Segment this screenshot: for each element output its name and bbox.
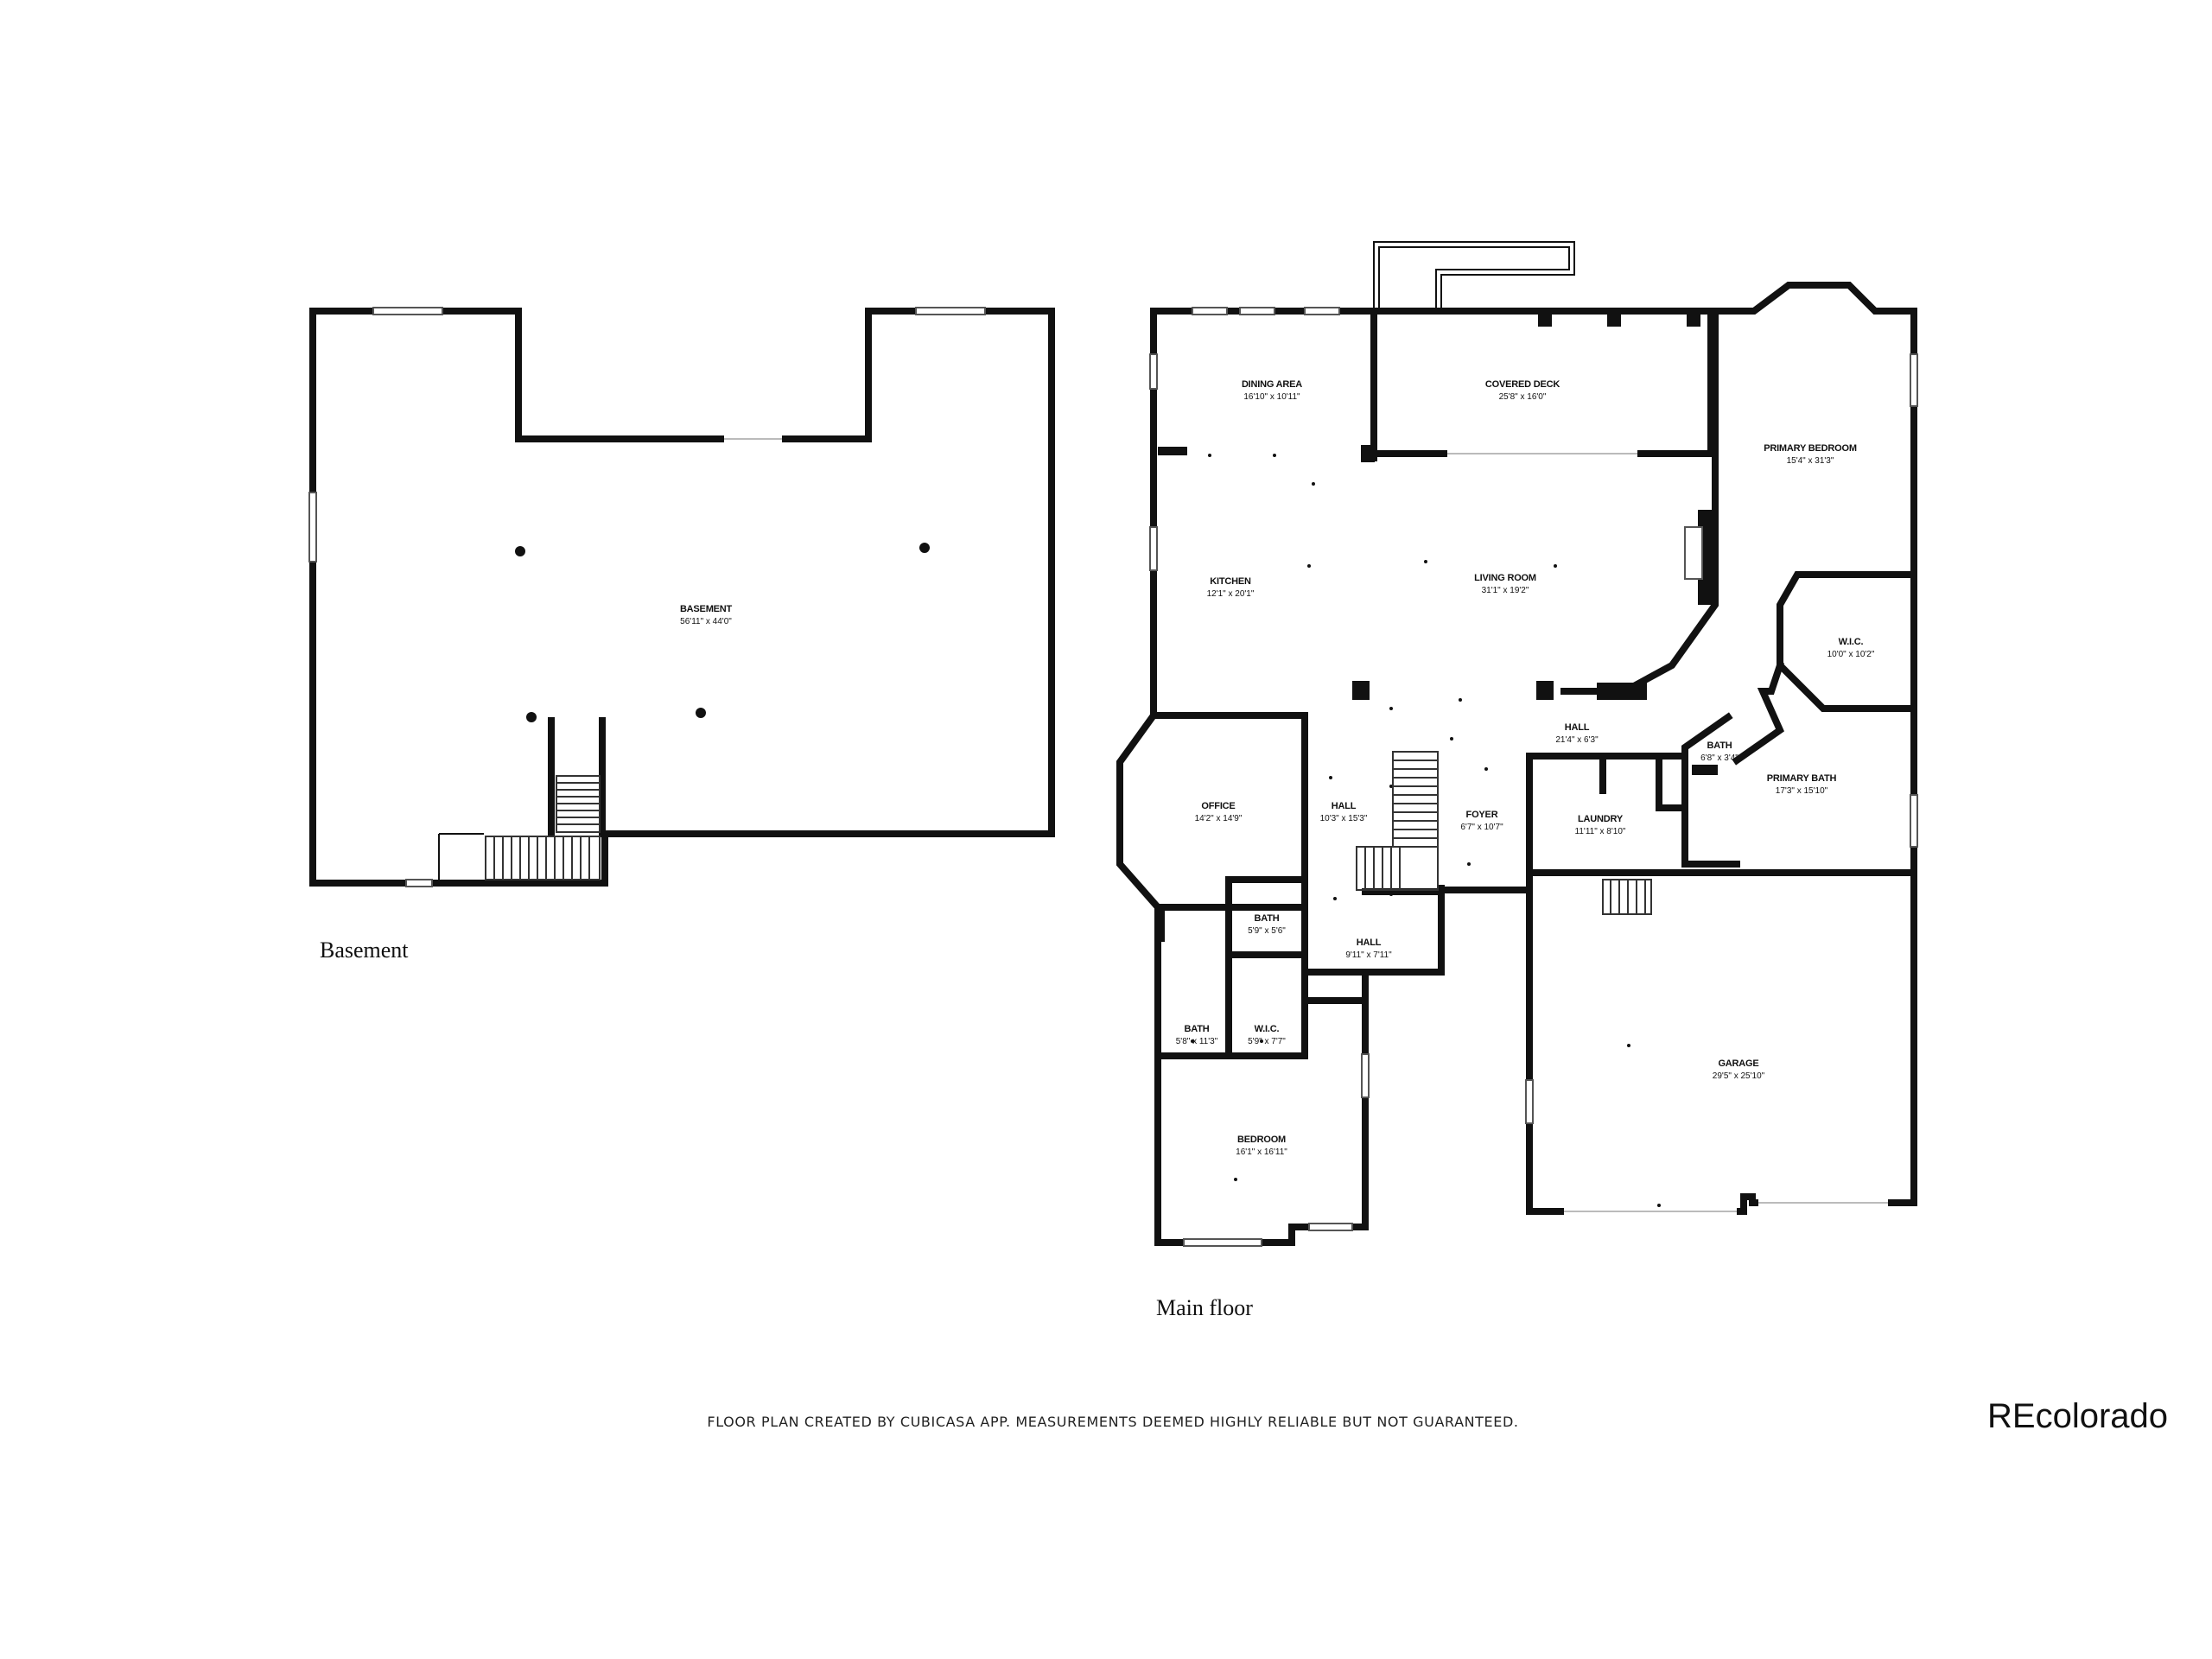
room-name-bedroom: BEDROOM [1237,1135,1286,1145]
room-dim-primary-bedroom: 15'4" x 31'3" [1787,456,1834,466]
brand-logo: REcolorado [1987,1397,2168,1435]
room-dim-wic-primary: 10'0" x 10'2" [1827,650,1875,659]
room-name-wic-bedroom: W.I.C. [1255,1024,1280,1034]
main-floor-lights [1191,454,1661,1207]
room-dim-dining-area: 16'10" x 10'11" [1243,392,1300,402]
living-column [1536,681,1554,700]
room-name-bath-hall: BATH [1255,913,1280,924]
room-dim-basement: 56'11" x 44'0" [680,617,732,626]
bedroom-column [1156,907,1165,942]
room-name-hall-east: HALL [1565,722,1590,733]
main-window [1149,526,1158,571]
room-dim-bath-bedroom: 5'8" x 11'3" [1176,1037,1218,1046]
living-room-east-wall [1560,308,1719,695]
laundry-wall [1526,753,1688,876]
room-name-garage: GARAGE [1718,1058,1758,1069]
basement-window [372,307,443,315]
room-dim-hall-south: 9'11" x 7'11" [1345,950,1392,960]
kitchen-counter [1158,447,1187,455]
main-window [1183,1238,1262,1247]
room-dim-covered-deck: 25'8" x 16'0" [1499,392,1547,402]
basement-stair-wall [548,717,606,837]
room-name-primary-bath: PRIMARY BATH [1767,773,1837,784]
room-dim-laundry: 11'11" x 8'10" [1575,827,1626,836]
main-floor-plan: DINING AREA 16'10" x 10'11" COVERED DECK… [1116,241,1918,1320]
room-dim-bath-primary-small: 6'8" x 3'4" [1700,753,1738,763]
main-floor-label: Main floor [1156,1295,1253,1320]
deck-column [1361,445,1375,462]
room-name-foyer: FOYER [1466,810,1498,820]
bath-column [1692,765,1718,775]
main-window [1910,353,1918,407]
room-name-office: OFFICE [1201,801,1235,811]
deck-column [1538,309,1552,327]
hall-partition [1301,876,1369,976]
deck-column [1607,309,1621,327]
fireplace-hearth [1684,526,1703,580]
room-dim-bedroom: 16'1" x 16'11" [1236,1147,1287,1157]
room-dim-foyer: 6'7" x 10'7" [1460,823,1503,832]
main-window [1910,794,1918,848]
basement-column [526,712,537,722]
wic-wall [1777,571,1917,712]
basement-column [696,708,706,718]
room-name-dining-area: DINING AREA [1242,379,1302,390]
main-outer-wall-east [1707,282,1917,876]
main-window [1239,307,1275,315]
room-name-hall-south: HALL [1357,938,1382,948]
basement-window [405,879,433,887]
room-dim-bath-hall: 5'9" x 5'6" [1248,926,1286,936]
basement-outer-wall [309,308,1055,887]
garage-wall [1526,869,1917,1215]
room-name-bath-primary-small: BATH [1707,741,1732,751]
basement-window [308,492,317,563]
main-stairs [1356,751,1439,891]
kitchen-column [1352,681,1370,700]
basement-column [515,546,525,556]
room-dim-office: 14'2" x 14'9" [1195,814,1243,823]
room-name-bath-bedroom: BATH [1185,1024,1210,1034]
room-name-laundry: LAUNDRY [1578,814,1624,824]
room-name-covered-deck: COVERED DECK [1485,379,1560,390]
basement-plan: BASEMENT 56'11" x 44'0" Basement [308,307,1055,963]
foyer-wall [1362,887,1533,976]
room-dim-hall-central: 10'3" x 15'3" [1320,814,1368,823]
basement-window [915,307,986,315]
basement-floor-label: Basement [320,938,409,963]
room-dim-primary-bath: 17'3" x 15'10" [1776,786,1828,796]
kitchen-counter [1597,683,1647,700]
deck-railing [1373,241,1575,311]
room-name-living-room: LIVING ROOM [1474,573,1536,583]
room-dim-garage: 29'5" x 25'10" [1713,1071,1765,1081]
main-window [1361,1053,1370,1098]
main-window [1308,1223,1353,1231]
main-window [1192,307,1228,315]
basement-stairs [485,775,601,880]
room-dim-hall-east: 21'4" x 6'3" [1555,735,1599,745]
room-dim-living-room: 31'1" x 19'2" [1482,586,1529,595]
room-name-primary-bedroom: PRIMARY BEDROOM [1764,443,1857,454]
room-dim-wic-bedroom: 5'9" x 7'7" [1248,1037,1286,1046]
room-name-wic-primary: W.I.C. [1839,637,1864,647]
room-name-basement: BASEMENT [680,604,733,614]
main-window [1525,1079,1534,1124]
room-name-hall-central: HALL [1332,801,1357,811]
room-dim-kitchen: 12'1" x 20'1" [1207,589,1255,599]
deck-column [1687,309,1700,327]
basement-column [919,543,930,553]
garage-steps [1602,879,1652,915]
main-window [1149,353,1158,390]
disclaimer-text: FLOOR PLAN CREATED BY CUBICASA APP. MEAS… [707,1414,1518,1430]
main-window [1304,307,1340,315]
room-name-kitchen: KITCHEN [1210,576,1251,587]
